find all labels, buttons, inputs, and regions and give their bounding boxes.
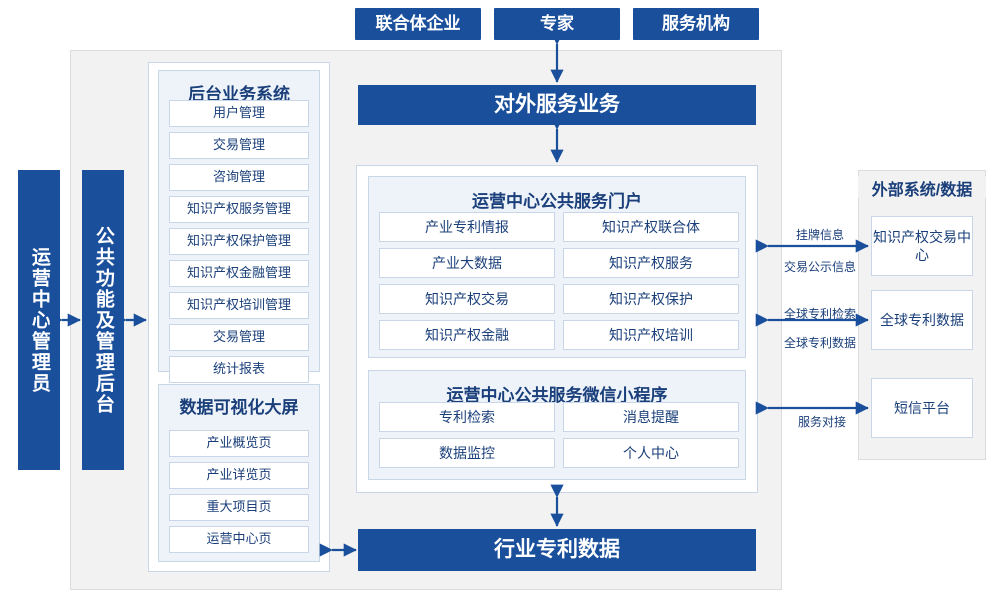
external-link-label-1: 交易公示信息	[783, 260, 856, 274]
miniprogram-item-2[interactable]: 数据监控	[379, 438, 555, 468]
miniprogram-item-1[interactable]: 消息提醒	[563, 402, 739, 432]
backend-item-8[interactable]: 统计报表	[169, 356, 309, 383]
miniprogram-item-3[interactable]: 个人中心	[563, 438, 739, 468]
miniprogram-title: 运营中心公共服务微信小程序	[446, 386, 668, 405]
external-link-label-4: 服务对接	[797, 415, 846, 429]
external-service-banner: 对外服务业务	[358, 85, 756, 125]
backend-item-3[interactable]: 知识产权服务管理	[169, 196, 309, 223]
visual-item-1[interactable]: 产业详览页	[169, 462, 309, 489]
backend-item-7[interactable]: 交易管理	[169, 324, 309, 351]
backend-system-title: 后台业务系统	[188, 85, 290, 104]
miniprogram-item-0[interactable]: 专利检索	[379, 402, 555, 432]
portal-item-7[interactable]: 知识产权培训	[563, 320, 739, 350]
portal-item-6[interactable]: 知识产权金融	[379, 320, 555, 350]
external-box-2[interactable]: 短信平台	[871, 378, 973, 438]
external-link-label-3: 全球专利数据	[783, 336, 856, 350]
external-link-label-0: 挂牌信息	[795, 228, 844, 242]
backend-item-0[interactable]: 用户管理	[169, 100, 309, 127]
industry-patent-data-banner: 行业专利数据	[358, 529, 756, 571]
visual-item-3[interactable]: 运营中心页	[169, 526, 309, 553]
operation-center-admin-bar: 运营中心管理员	[18, 170, 60, 470]
portal-item-5[interactable]: 知识产权保护	[563, 284, 739, 314]
common-function-bar: 公共功能及管理后台	[82, 170, 124, 470]
external-link-label-2: 全球专利检索	[783, 307, 856, 321]
portal-item-0[interactable]: 产业专利情报	[379, 212, 555, 242]
portal-title: 运营中心公共服务门户	[472, 192, 642, 211]
external-box-1[interactable]: 全球专利数据	[871, 290, 973, 350]
external-systems-title: 外部系统/数据	[858, 176, 986, 199]
backend-item-2[interactable]: 咨询管理	[169, 164, 309, 191]
backend-item-1[interactable]: 交易管理	[169, 132, 309, 159]
external-box-0[interactable]: 知识产权交易中心	[871, 216, 973, 276]
portal-item-4[interactable]: 知识产权交易	[379, 284, 555, 314]
visual-item-0[interactable]: 产业概览页	[169, 430, 309, 457]
backend-item-6[interactable]: 知识产权培训管理	[169, 292, 309, 319]
top-entity-box-2: 专家	[494, 8, 620, 40]
portal-item-3[interactable]: 知识产权服务	[563, 248, 739, 278]
visual-item-2[interactable]: 重大项目页	[169, 494, 309, 521]
portal-item-2[interactable]: 产业大数据	[379, 248, 555, 278]
data-visualization-title: 数据可视化大屏	[179, 398, 299, 417]
top-entity-box-3: 服务机构	[633, 8, 759, 40]
backend-item-4[interactable]: 知识产权保护管理	[169, 228, 309, 255]
top-entity-box-1: 联合体企业	[355, 8, 481, 40]
backend-item-5[interactable]: 知识产权金融管理	[169, 260, 309, 287]
portal-item-1[interactable]: 知识产权联合体	[563, 212, 739, 242]
